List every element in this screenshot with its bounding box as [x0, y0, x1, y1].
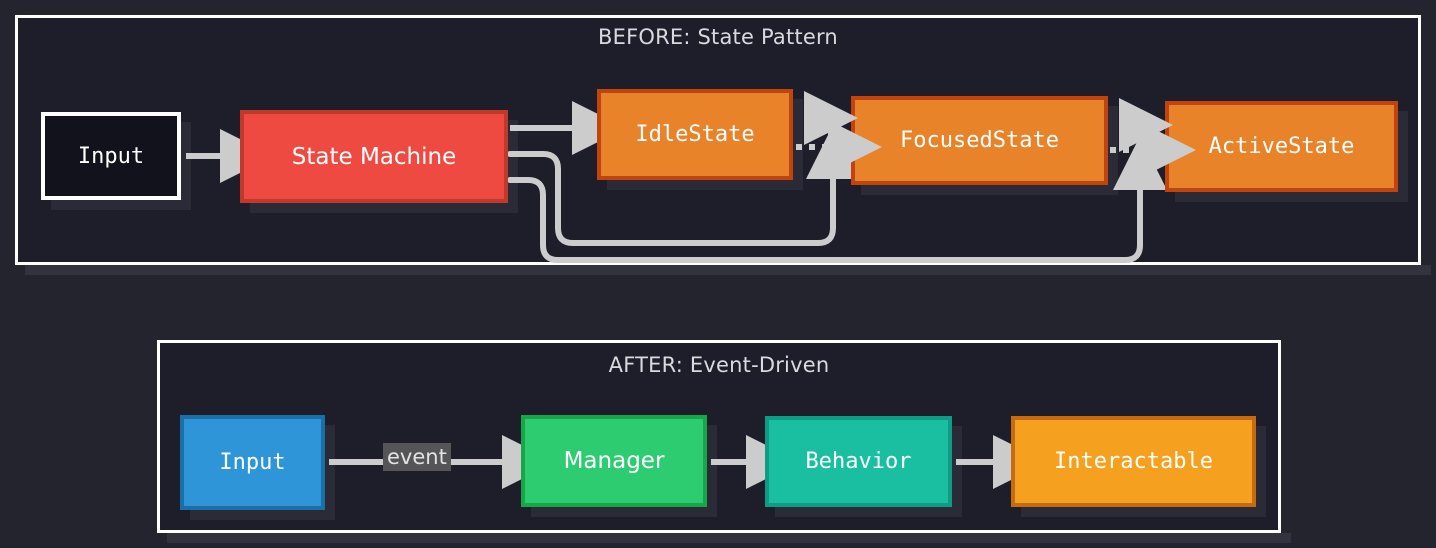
- node-interactable[interactable]: Interactable: [1011, 416, 1256, 507]
- edge-label-event: event: [383, 443, 451, 471]
- node-input-before[interactable]: Input: [41, 112, 181, 200]
- after-cluster-title: AFTER: Event-Driven: [608, 353, 830, 377]
- node-state-machine[interactable]: State Machine: [240, 110, 508, 203]
- after-cluster-shadow: [167, 533, 1291, 543]
- node-manager[interactable]: Manager: [521, 415, 707, 507]
- node-behavior[interactable]: Behavior: [765, 416, 952, 507]
- node-input-after[interactable]: Input: [180, 415, 325, 510]
- node-idle-state[interactable]: IdleState: [597, 89, 793, 180]
- before-cluster-shadow: [25, 265, 1431, 275]
- before-cluster-title: BEFORE: State Pattern: [598, 25, 838, 49]
- node-active-state[interactable]: ActiveState: [1165, 101, 1398, 192]
- node-focused-state[interactable]: FocusedState: [851, 96, 1108, 185]
